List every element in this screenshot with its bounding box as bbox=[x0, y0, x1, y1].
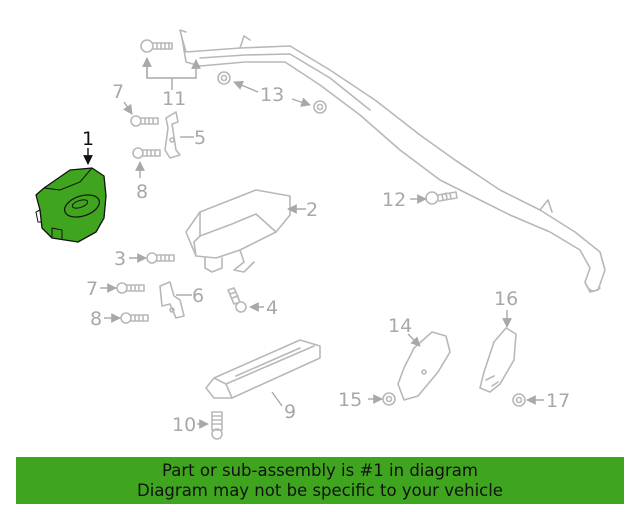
callout-7-upper: 7 bbox=[112, 81, 124, 103]
callout-5: 5 bbox=[194, 127, 206, 149]
callout-4: 4 bbox=[266, 297, 278, 319]
bracket-5[interactable] bbox=[164, 111, 181, 159]
banner-line-part: Part or sub-assembly is #1 in diagram bbox=[162, 461, 478, 480]
parts-diagram: 1 2 3 4 5 6 7 7 8 8 9 10 11 12 13 14 15 … bbox=[35, 29, 606, 440]
nut-15[interactable] bbox=[382, 392, 396, 406]
callout-9: 9 bbox=[284, 401, 296, 423]
nut-17[interactable] bbox=[512, 393, 526, 407]
bolt-4[interactable] bbox=[227, 287, 247, 313]
callout-12: 12 bbox=[382, 189, 406, 211]
passenger-airbag[interactable] bbox=[185, 189, 291, 273]
callout-10: 10 bbox=[172, 414, 196, 436]
nut-13[interactable] bbox=[217, 71, 327, 114]
callout-16: 16 bbox=[494, 288, 518, 310]
bolt-10[interactable] bbox=[211, 411, 223, 440]
callout-1: 1 bbox=[82, 128, 94, 150]
callout-14: 14 bbox=[388, 315, 412, 337]
bolt-8-lower[interactable] bbox=[120, 312, 149, 324]
callout-15: 15 bbox=[338, 389, 362, 411]
bracket-6[interactable] bbox=[159, 281, 185, 319]
driver-airbag-module[interactable] bbox=[35, 167, 107, 243]
callout-7-lower: 7 bbox=[86, 278, 98, 300]
callout-8-lower: 8 bbox=[90, 308, 102, 330]
bolt-7-upper[interactable] bbox=[130, 115, 159, 127]
callout-13: 13 bbox=[260, 84, 284, 106]
curtain-airbag[interactable] bbox=[179, 29, 606, 293]
info-banner: Part or sub-assembly is #1 in diagram Di… bbox=[16, 457, 624, 504]
knee-airbag[interactable] bbox=[205, 339, 321, 399]
callout-8-upper: 8 bbox=[136, 181, 148, 203]
bolt-8-upper[interactable] bbox=[132, 147, 161, 159]
callout-2: 2 bbox=[306, 199, 318, 221]
callout-17: 17 bbox=[546, 390, 570, 412]
bolt-11[interactable] bbox=[140, 39, 173, 53]
callout-6: 6 bbox=[192, 285, 204, 307]
side-airbag-14[interactable] bbox=[397, 331, 451, 401]
bolt-7-lower[interactable] bbox=[116, 282, 145, 294]
side-airbag-16[interactable] bbox=[479, 327, 517, 393]
callout-11: 11 bbox=[162, 88, 186, 110]
bolt-3[interactable] bbox=[146, 252, 175, 264]
bolt-12[interactable] bbox=[425, 191, 458, 205]
banner-line-disclaimer: Diagram may not be specific to your vehi… bbox=[137, 481, 503, 500]
callout-3: 3 bbox=[114, 248, 126, 270]
